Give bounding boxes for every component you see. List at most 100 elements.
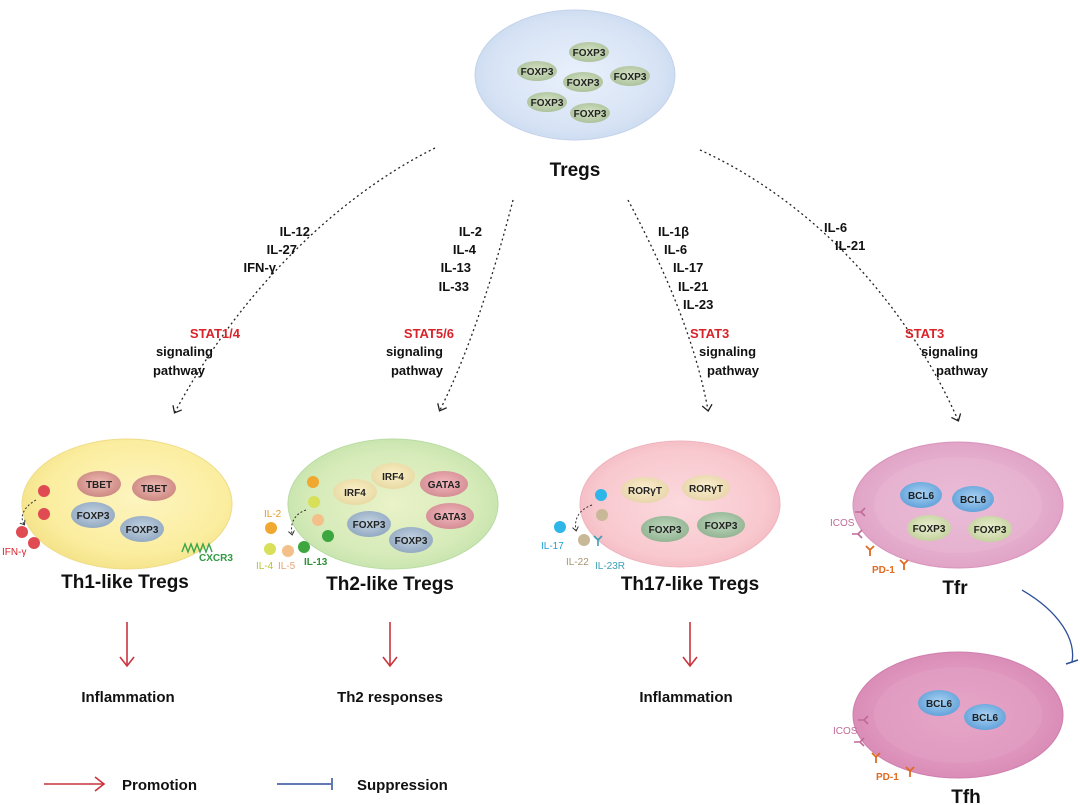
th1-nucleus-label: FOXP3 (126, 525, 159, 536)
cytokine-label: IL-13 (441, 260, 471, 275)
arrow-to-th1 (172, 147, 436, 414)
tfh-nucleus: BCL6 (918, 690, 960, 716)
il-4-molecule (264, 543, 276, 555)
tregs-nucleus: FOXP3 (570, 103, 610, 123)
cytokine-label: IL-23 (683, 297, 713, 312)
th17-nucleus: RORγT (682, 475, 730, 501)
arrow-to-th17 (627, 199, 713, 412)
tfr-cell: BCL6 BCL6 FOXP3 FOXP3 ICOS PD-1 (830, 441, 1064, 576)
outcome-label-th17: Inflammation (639, 689, 732, 706)
th17-nucleus-label: FOXP3 (649, 525, 682, 536)
il-13-molecule (298, 541, 310, 553)
tfh-label: Tfh (951, 787, 981, 805)
tfh-nucleus-label: BCL6 (972, 713, 999, 724)
il-22-label: IL-22 (566, 557, 589, 568)
th2-nucleus: IRF4 (333, 479, 377, 505)
pathway-label: pathway (391, 363, 444, 378)
legend-suppression-label: Suppression (357, 777, 448, 794)
cytokine-label: IL-2 (459, 224, 482, 239)
pd1-receptor-icon (871, 752, 881, 763)
il-17-molecule (554, 521, 566, 533)
secretion-arrow (572, 504, 593, 532)
th2-nucleus: GATA3 (420, 471, 468, 497)
th17-nucleus: FOXP3 (641, 516, 689, 542)
tfr-nucleus: FOXP3 (968, 516, 1012, 542)
ifn-gamma-molecule (16, 526, 28, 538)
cytokine-molecule (307, 476, 319, 488)
th2-like-tregs-cell: IRF4 IRF4 GATA3 FOXP3 GATA3 FOXP3 (256, 438, 499, 572)
th17-nucleus-label: RORγT (689, 484, 723, 495)
th1-like-tregs-label: Th1-like Tregs (61, 572, 189, 593)
pd1-label: PD-1 (872, 565, 895, 576)
tregs-nucleus-label: FOXP3 (531, 98, 564, 109)
icos-receptor-icon (854, 737, 865, 747)
il-23r-receptor-icon (593, 535, 603, 546)
il-17-label: IL-17 (541, 541, 564, 552)
icos-receptor-icon (852, 529, 863, 539)
th2-nucleus-label: IRF4 (382, 472, 404, 483)
cytokine-label: IL-6 (664, 242, 687, 257)
th1-nucleus-label: FOXP3 (77, 511, 110, 522)
stat-label: STAT3 (905, 326, 944, 341)
secretion-arrow (288, 509, 307, 536)
icos-label: ICOS (830, 518, 855, 529)
th1-nucleus-label: TBET (141, 484, 167, 495)
tfr-nucleus-label: BCL6 (960, 495, 987, 506)
pd1-receptor-icon (865, 545, 875, 556)
th1-nucleus-label: TBET (86, 480, 112, 491)
branch-th1-labels: IL-12 IL-27 IFN-γ STAT1/4 signaling path… (153, 224, 310, 378)
ifn-gamma-molecule (38, 508, 50, 520)
branch-th2-labels: IL-2 IL-4 IL-13 IL-33 STAT5/6 signaling … (386, 224, 482, 378)
pathway-label: pathway (153, 363, 206, 378)
th1-nucleus: FOXP3 (120, 516, 164, 542)
cytokine-label: IL-4 (453, 242, 477, 257)
th2-nucleus: FOXP3 (347, 511, 391, 537)
il-2-label: IL-2 (264, 509, 282, 520)
th2-nucleus-label: IRF4 (344, 488, 366, 499)
tregs-nucleus-label: FOXP3 (614, 72, 647, 83)
cytokine-label: IL-21 (678, 279, 708, 294)
branch-tfr-labels: IL-6 IL-21 STAT3 signaling pathway (824, 220, 989, 378)
legend-promotion-label: Promotion (122, 777, 197, 794)
il-22-molecule (578, 534, 590, 546)
suppression-arrow-tfr-to-tfh (1021, 589, 1074, 663)
tfh-cell: BCL6 BCL6 ICOS PD-1 (833, 651, 1064, 783)
th1-nucleus: TBET (132, 475, 176, 501)
tfr-nucleus-label: FOXP3 (913, 524, 946, 535)
tregs-nucleus: FOXP3 (610, 66, 650, 86)
tfr-nucleus: FOXP3 (907, 515, 951, 541)
stat-label: STAT3 (690, 326, 729, 341)
th2-nucleus-label: FOXP3 (395, 536, 428, 547)
cytokine-label: IL-33 (439, 279, 469, 294)
tregs-nucleus-label: FOXP3 (574, 109, 607, 120)
tregs-label: Tregs (550, 160, 601, 181)
il-13-label: IL-13 (304, 557, 328, 568)
cytokine-molecule (322, 530, 334, 542)
il-22-molecule (596, 509, 608, 521)
il-5-molecule (282, 545, 294, 557)
il-5-label: IL-5 (278, 561, 296, 572)
tfh-nucleus: BCL6 (964, 704, 1006, 730)
th2-nucleus-label: GATA3 (434, 512, 467, 523)
th2-like-tregs-label: Th2-like Tregs (326, 574, 454, 595)
ifn-gamma-molecule (38, 485, 50, 497)
pathway-label: pathway (936, 363, 989, 378)
pathway-label: pathway (707, 363, 760, 378)
cytokine-label: IL-1β (658, 224, 689, 239)
cxcr3-receptor-icon (181, 542, 213, 554)
tregs-nucleus-label: FOXP3 (573, 48, 606, 59)
th1-like-tregs-cell: TBET TBET FOXP3 FOXP3 IFN-γ CXCR3 (2, 438, 233, 570)
tfr-nucleus: BCL6 (952, 486, 994, 512)
cytokine-label: IFN-γ (244, 260, 277, 275)
legend: Promotion Suppression (44, 776, 448, 794)
th17-nucleus-label: FOXP3 (705, 521, 738, 532)
cytokine-label: IL-27 (267, 242, 297, 257)
stat-label: STAT5/6 (404, 326, 454, 341)
cytokine-molecule (308, 496, 320, 508)
pathway-label: signaling (386, 344, 443, 359)
cxcr3-label: CXCR3 (199, 553, 233, 564)
pathway-label: signaling (699, 344, 756, 359)
th17-like-tregs-label: Th17-like Tregs (621, 574, 759, 595)
